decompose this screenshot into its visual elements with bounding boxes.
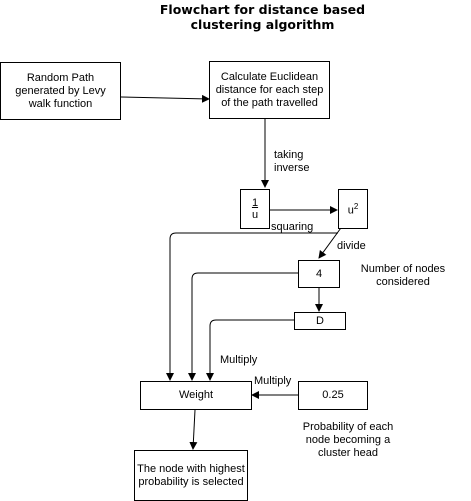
- probability-annotation-line-2: node becoming a: [305, 434, 391, 446]
- edge-weight-to-result: [189, 409, 198, 450]
- nodes-considered-annotation: Number of nodes considered: [358, 263, 448, 289]
- nodes-considered-annotation-line-1: Number of nodes: [360, 263, 446, 275]
- multiply-label-upper: Multiply: [220, 354, 257, 367]
- d-value: D: [316, 314, 324, 327]
- random-path-box: Random Path generated by Levy walk funct…: [0, 62, 121, 120]
- u-squared-box: u2: [338, 189, 368, 229]
- inverse-denominator: u: [251, 209, 259, 221]
- diagram-title-line-2: clustering algorithm: [190, 17, 335, 32]
- euclidean-distance-box: Calculate Euclidean distance for each st…: [209, 61, 330, 119]
- d-box: D: [294, 312, 346, 330]
- taking-inverse-label-line-1: taking: [274, 149, 304, 161]
- u-squared-expression: u2: [348, 200, 359, 218]
- euclidean-distance-text: Calculate Euclidean distance for each st…: [215, 70, 324, 109]
- squaring-label-text: squaring: [271, 221, 314, 233]
- divide-label-text: divide: [337, 240, 366, 252]
- multiply-label-lower-text: Multiply: [254, 375, 292, 387]
- multiply-label-upper-text: Multiply: [220, 354, 258, 366]
- inverse-numerator: 1: [251, 197, 259, 209]
- edge-four-to-weight: [188, 272, 298, 381]
- nodes-considered-box: 4: [298, 260, 340, 288]
- taking-inverse-label-line-2: inverse: [274, 162, 310, 174]
- u-squared-exponent: 2: [353, 202, 359, 212]
- diagram-title: Flowchart for distance based clustering …: [140, 2, 385, 32]
- squaring-label: squaring: [271, 221, 313, 234]
- nodes-considered-value: 4: [315, 267, 323, 280]
- multiply-label-lower: Multiply: [254, 375, 291, 388]
- u-squared-base: u: [347, 204, 354, 217]
- probability-annotation: Probability of each node becoming a clus…: [290, 421, 406, 460]
- taking-inverse-label: taking inverse: [274, 149, 309, 175]
- probability-annotation-line-3: cluster head: [318, 447, 378, 459]
- inverse-fraction: 1 u: [252, 197, 258, 221]
- edge-random-path-to-euclidean: [120, 94, 210, 103]
- divide-label: divide: [337, 240, 366, 253]
- result-text: The node with highest probability is sel…: [137, 462, 245, 488]
- weight-text: Weight: [178, 389, 214, 401]
- inverse-box: 1 u: [240, 189, 270, 229]
- result-box: The node with highest probability is sel…: [134, 450, 248, 501]
- random-path-text: Random Path generated by Levy walk funct…: [15, 71, 106, 110]
- probability-value-box: 0.25: [298, 381, 368, 410]
- edge-d-to-weight: [206, 319, 294, 381]
- edge-u-squared-to-weight: [166, 232, 338, 381]
- probability-value: 0.25: [322, 389, 344, 401]
- weight-box: Weight: [140, 381, 252, 410]
- probability-annotation-line-1: Probability of each: [302, 421, 394, 433]
- nodes-considered-annotation-line-2: considered: [376, 276, 430, 288]
- diagram-title-line-1: Flowchart for distance based: [159, 2, 366, 17]
